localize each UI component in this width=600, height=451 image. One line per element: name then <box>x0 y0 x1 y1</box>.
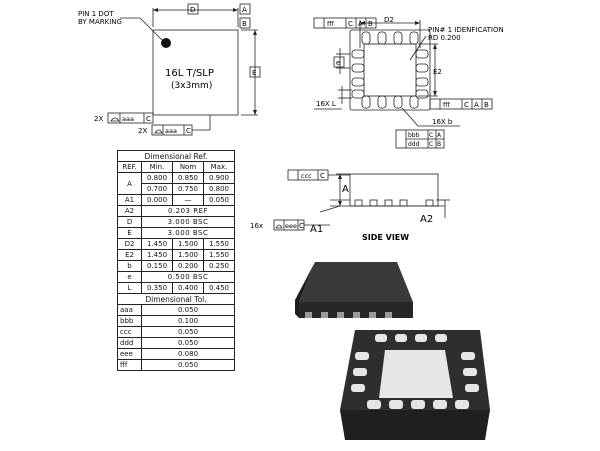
tol1-value: aaa <box>122 115 134 123</box>
package-size: (3x3mm) <box>171 81 212 91</box>
e-pitch-label: e <box>336 59 340 67</box>
eee-datum: C <box>299 222 304 230</box>
tol-row: ccc 0.050 <box>116 326 235 338</box>
bottom-fff-label-2: fff <box>443 101 450 109</box>
bbb-datum-b: B <box>437 141 441 148</box>
side-view-drawing: ccc C A A1 A2 16x eee C SIDE VIEW <box>250 169 450 242</box>
table-row: A2 0.203 REF <box>116 205 235 217</box>
col-header: Nom <box>172 161 204 173</box>
tol-table-title: Dimensional Tol. <box>117 293 235 305</box>
table-row: D 3.000 BSC <box>116 216 235 228</box>
top-view-drawing: PIN 1 DOT BY MARKING 16L T/SLP (3x3mm) D… <box>78 3 261 136</box>
tol2-prefix: 2X <box>138 127 147 135</box>
bbb-datum-a: A <box>437 132 442 139</box>
table-row: e 0.500 BSC <box>116 271 235 283</box>
bbb-label: bbb <box>408 132 420 139</box>
a2-label: A2 <box>420 214 433 225</box>
pin1-label-line1: PIN 1 DOT <box>78 10 114 18</box>
table-row: E 3.000 BSC <box>116 227 235 239</box>
bottom-datum-a: A <box>358 20 363 28</box>
tol1-datum: C <box>146 115 151 123</box>
col-header: Max. <box>202 161 236 173</box>
tol2-datum: C <box>186 127 191 135</box>
table-row: L 0.350 0.400 0.450 <box>116 282 236 294</box>
datum-a-label: A <box>242 6 247 14</box>
bottom-datum-c-2: C <box>464 101 469 109</box>
package-top-outline <box>152 29 239 116</box>
eee-label: eee <box>285 222 297 230</box>
table-row: A1 0.000 — 0.050 <box>116 194 236 206</box>
rd-label: RD 0.200 <box>428 34 461 42</box>
dimension-table: Dimensional Ref. REF. Min. Nom Max. A 0.… <box>116 150 236 371</box>
pin1-dot <box>161 38 171 48</box>
ccc-datum: C <box>320 172 325 180</box>
table-row: A 0.800 0.850 0.900 <box>116 172 236 195</box>
table-row: E2 1.450 1.500 1.550 <box>116 249 236 261</box>
side-body <box>349 173 439 207</box>
chip-top-render <box>295 262 413 318</box>
bottom-fff-label: fff <box>327 20 334 28</box>
exposed-pad-outline <box>363 43 417 97</box>
package-name: 16L T/SLP <box>165 68 214 79</box>
col-header: Min. <box>141 161 173 173</box>
bottom-datum-c: C <box>348 20 353 28</box>
tol-row: aaa 0.050 <box>116 304 235 316</box>
eee-prefix: 16x <box>250 222 263 230</box>
tol1-prefix: 2X <box>94 115 103 123</box>
bottom-datum-a-2: A <box>474 101 479 109</box>
e2-label: E2 <box>433 68 442 76</box>
package-3d-renders <box>295 262 490 440</box>
table-row: D2 1.450 1.500 1.550 <box>116 238 236 250</box>
tol2-value: aaa <box>165 127 177 135</box>
ddd-datum-c: C <box>429 141 433 148</box>
l-label: 16X L <box>316 100 336 108</box>
datum-b-label: B <box>242 20 247 28</box>
a-label: A <box>342 184 349 195</box>
pin1-label-line2: BY MARKING <box>78 18 122 26</box>
dim-d-label: D <box>190 6 195 14</box>
package-bottom-outline <box>349 29 431 111</box>
bbb-datum-c: C <box>429 132 433 139</box>
b-label: 16X b <box>432 118 453 126</box>
ddd-label: ddd <box>408 141 420 148</box>
a1-label: A1 <box>310 224 323 235</box>
pin1-ident-label: PIN# 1 IDENFICATION <box>428 26 504 34</box>
bottom-datum-b-2: B <box>484 101 489 109</box>
tol-row: fff 0.050 <box>116 359 235 371</box>
bottom-view-drawing: fff C A B D2 PIN# 1 IDENFICATION RD 0.20… <box>313 16 504 149</box>
ccc-label: ccc <box>301 172 312 180</box>
side-view-title: SIDE VIEW <box>362 233 409 242</box>
table-title: Dimensional Ref. <box>117 150 235 162</box>
tol-row: eee 0.080 <box>116 348 235 360</box>
d2-label: D2 <box>384 16 394 24</box>
tol-row: bbb 0.100 <box>116 315 235 327</box>
dim-e-label: E <box>252 69 256 77</box>
col-header: REF. <box>116 161 143 173</box>
tol-row: ddd 0.050 <box>116 337 235 349</box>
exposed-pad-render <box>379 350 453 398</box>
chip-bottom-render <box>340 330 490 440</box>
bottom-datum-b: B <box>368 20 373 28</box>
table-row: b 0.150 0.200 0.250 <box>116 260 236 272</box>
